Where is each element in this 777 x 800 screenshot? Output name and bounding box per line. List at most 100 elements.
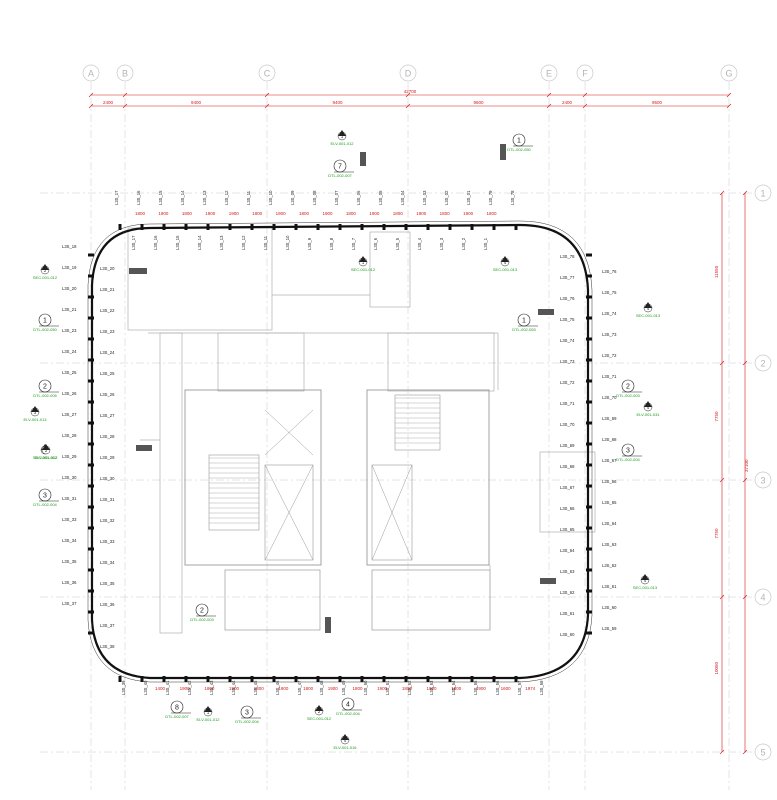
mullion-tag-top: L3S_08 (312, 190, 317, 205)
segment-dim-top: 9500 (652, 100, 663, 105)
mullion-left (88, 610, 94, 614)
mullion-tag-right: L3S_64 (602, 521, 617, 526)
mullion-tag-right-inner: L3S_75 (560, 317, 575, 322)
mullion-top (294, 224, 298, 230)
elevation-callout-arrow (644, 302, 652, 308)
mullion-tag-left-inner: L3S_32 (100, 518, 115, 523)
mullion-bottom (184, 676, 188, 682)
mullion-tag-right: L3S_68 (602, 437, 617, 442)
mullion-tag-left: L3S_29 (62, 454, 77, 459)
mullion-left (88, 253, 94, 257)
mullion-tag-top: L3S_07 (334, 190, 339, 205)
mullion-spacing-top: 1800 (393, 211, 404, 216)
mullion-top (382, 224, 386, 230)
elevation-callout-number: 4 (647, 405, 650, 410)
dim-tick (726, 103, 732, 109)
mullion-spacing-bottom: 1800 (451, 686, 462, 691)
mullion-tag-right: L3S_76 (602, 269, 617, 274)
dim-tick (546, 92, 552, 98)
detail-callout-code: DTL-002-003 (190, 617, 214, 622)
mullion-bottom (118, 676, 122, 682)
mullion-tag-top: L3S_11 (246, 190, 251, 205)
grid-bubble-F (576, 64, 594, 82)
mullion-top (140, 224, 144, 230)
segment-dim-top: 9600 (473, 100, 484, 105)
mullion-tag-left: L3S_35 (62, 559, 77, 564)
detail-callout-code: DTL-002-007 (328, 173, 352, 178)
overall-dim-top: 42700 (404, 89, 417, 94)
mullion-tag-right: L3S_66 (602, 479, 617, 484)
mullion-left (88, 379, 94, 383)
dim-tick (742, 594, 748, 600)
mullion-tag-left-inner: L3S_34 (100, 560, 115, 565)
mullion-tag-left-inner: L3S_28 (100, 434, 115, 439)
elevation-callout-code: ELV-001-012 (34, 455, 58, 460)
mullion-tag-top-inner: L3S_17 (131, 235, 136, 250)
mullion-spacing-top: 1800 (135, 211, 146, 216)
mullion-tag-right-inner: L3S_67 (560, 485, 575, 490)
elevation-callout-arrow (341, 734, 349, 740)
elevation-callout-code: ELV-001-031 (636, 412, 660, 417)
mullion-tag-right: L3S_65 (602, 500, 617, 505)
mullion-tag-bottom: L3S_51 (385, 680, 390, 695)
segment-dim-top: 2400 (562, 100, 573, 105)
elevation-callout-number: 4 (647, 306, 650, 311)
mullion-spacing-top: 1900 (322, 211, 333, 216)
mullion-top (316, 224, 320, 230)
mullion-tag-left: L3S_21 (62, 307, 77, 312)
mullion-bottom (514, 676, 518, 682)
mullion-spacing-top: 1900 (369, 211, 380, 216)
mullion-spacing-top: 1800 (487, 211, 498, 216)
mullion-tag-top-inner: L3S_13 (219, 235, 224, 250)
interior-walls (127, 227, 596, 634)
detail-callout-number: 7 (338, 164, 342, 171)
mullion-tag-left: L3S_31 (62, 496, 77, 501)
grid-bubble-G (720, 64, 738, 82)
mullion-spacing-bottom: 1900 (180, 686, 191, 691)
mullion-tag-top-inner: L3S_15 (175, 235, 180, 250)
stair-core (209, 397, 440, 524)
mullion-tag-right: L3S_72 (602, 353, 617, 358)
mullion-tag-left-inner: L3S_21 (100, 287, 115, 292)
mullion-tag-left: L3S_25 (62, 370, 77, 375)
grid-label-2: 2 (760, 359, 765, 369)
elevation-callout-code: SEC-001-012 (307, 716, 332, 721)
mullion-tag-bottom: L3S_52 (407, 680, 412, 695)
mullion-tag-left: L3S_24 (62, 349, 77, 354)
dim-tick (582, 103, 588, 109)
mullion-tag-top: L3S_02 (444, 190, 449, 205)
mullion-spacing-bottom: 1600 (501, 686, 512, 691)
grid-label-B: B (122, 69, 128, 79)
mullion-right (586, 484, 592, 488)
detail-callout-code: DTL-002-050 (33, 327, 57, 332)
mullion-bottom (316, 676, 320, 682)
segment-dim-top: 2400 (103, 100, 114, 105)
reference-callouts: 1DTL-002-0507DTL-002-0071DTL-002-0531DTL… (23, 130, 661, 750)
grid-bubble-B (116, 64, 134, 82)
detail-callout-code: DTL-002-007 (165, 714, 189, 719)
detail-callout-number: 3 (245, 710, 249, 717)
mullion-tag-right-inner: L3S_70 (560, 422, 575, 427)
mullion-tag-top: L3S_09 (290, 190, 295, 205)
mullion-tag-left: L3S_30 (62, 475, 77, 480)
mullion-left (88, 631, 94, 635)
mullion-top (492, 224, 496, 230)
detail-callout-number: 1 (522, 318, 526, 325)
mullion-right (586, 547, 592, 551)
detail-callout-code: DTL-002-004 (33, 502, 57, 507)
mullion-top (448, 224, 452, 230)
mullion-tag-bottom: L3S_58 (539, 680, 544, 695)
mullion-right (586, 316, 592, 320)
mullion-tag-bottom: L3S_42 (187, 680, 192, 695)
mullion-tag-right: L3S_71 (602, 374, 617, 379)
mullion-tag-top-inner: L3S_10 (285, 235, 290, 250)
mullion-left (88, 589, 94, 593)
mullion-bottom (228, 676, 232, 682)
mullion-bottom (250, 676, 254, 682)
mullion-tag-bottom: L3S_44 (231, 680, 236, 695)
mullion-top (470, 224, 474, 230)
mullion-spacing-top: 1800 (346, 211, 357, 216)
mullion-right (586, 442, 592, 446)
mullion-right (586, 568, 592, 572)
mullion-spacing-bottom: 1800 (402, 686, 413, 691)
